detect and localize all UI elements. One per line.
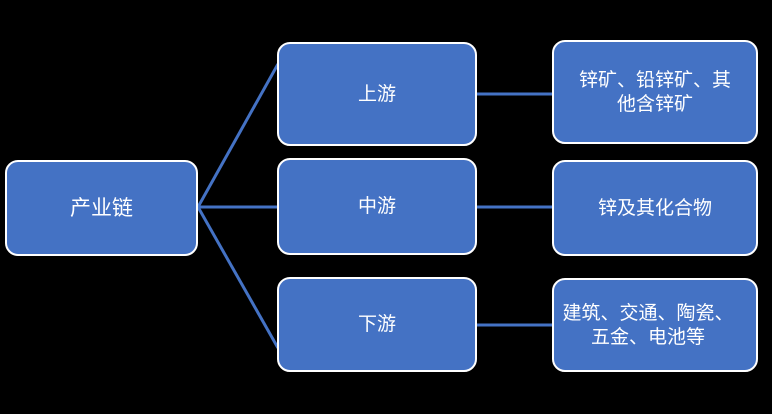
- node-detail-midstream-label: 锌及其化合物: [597, 196, 712, 219]
- node-detail-upstream[interactable]: 锌矿、铅锌矿、其 他含锌矿: [552, 40, 758, 144]
- node-root-industry-chain[interactable]: 产业链: [5, 160, 198, 256]
- node-detail-downstream-label: 建筑、交通、陶瓷、 五金、电池等: [562, 301, 734, 348]
- node-detail-midstream[interactable]: 锌及其化合物: [552, 160, 758, 256]
- connector-root-to-stage-3: [196, 206, 280, 349]
- connector-root-to-stage-1: [196, 63, 280, 208]
- node-detail-downstream[interactable]: 建筑、交通、陶瓷、 五金、电池等: [552, 278, 758, 372]
- node-stage-midstream[interactable]: 中游: [277, 158, 477, 255]
- node-stage-downstream-label: 下游: [357, 313, 396, 336]
- node-stage-midstream-label: 中游: [357, 195, 396, 218]
- node-root-label: 产业链: [70, 195, 133, 220]
- node-stage-upstream[interactable]: 上游: [277, 42, 477, 146]
- node-stage-upstream-label: 上游: [357, 82, 396, 105]
- node-detail-upstream-label: 锌矿、铅锌矿、其 他含锌矿: [578, 68, 731, 115]
- node-stage-downstream[interactable]: 下游: [277, 277, 477, 372]
